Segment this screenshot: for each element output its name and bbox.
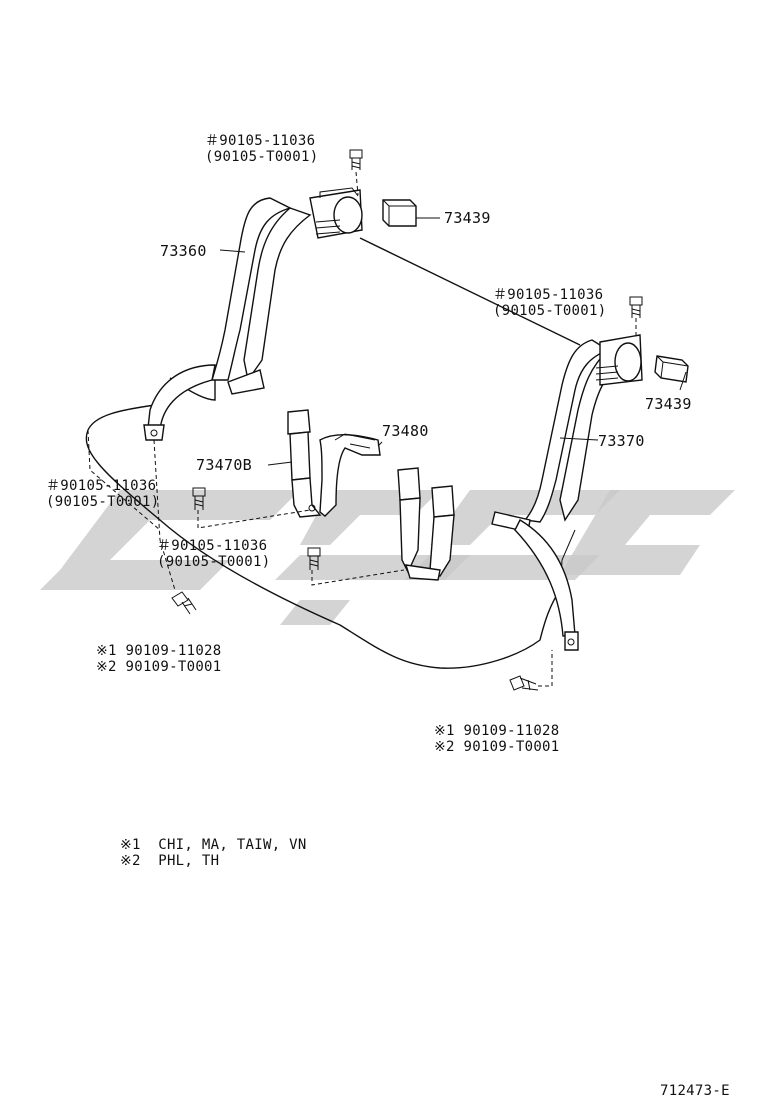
- callout-alt: (90105-T0001): [46, 494, 160, 510]
- part-label-73360: 73360: [160, 242, 207, 260]
- cover-73439-right: [654, 355, 689, 383]
- callout-variant-2: ※2 90109-T0001: [434, 739, 560, 755]
- part-label-73439-left: 73439: [444, 209, 491, 227]
- watermark-logo: [40, 490, 735, 625]
- seat-outline: [85, 404, 561, 669]
- bolt-mid-center-icon: [307, 547, 321, 570]
- callout-main: ＃90105-11036: [205, 133, 316, 149]
- bolt-top-right-icon: [629, 296, 643, 318]
- callout-variant-2: ※2 90109-T0001: [96, 659, 222, 675]
- bolt-bottom-left-icon: [171, 591, 197, 615]
- belt-assembly-left-73360: [143, 187, 363, 441]
- callout-alt: (90105-T0001): [205, 149, 319, 165]
- part-label-73439-right: 73439: [645, 395, 692, 413]
- applicability-notes: ※1 CHI, MA, TAIW, VN ※2 PHL, TH: [120, 837, 307, 869]
- note-2: ※2 PHL, TH: [120, 853, 220, 869]
- belt-assembly-right-73370: [491, 334, 643, 651]
- callout-bolt-bottom-right: ※1 90109-11028 ※2 90109-T0001: [434, 723, 560, 755]
- callout-bolt-top-left: ＃90105-11036 (90105-T0001): [205, 133, 318, 165]
- callout-bolt-mid-left: ＃90105-11036 (90105-T0001): [46, 478, 159, 510]
- callout-variant-1: ※1 90109-11028: [96, 643, 222, 659]
- callout-main: ＃90105-11036: [46, 478, 157, 494]
- part-label-73370: 73370: [598, 432, 645, 450]
- bolt-top-left-icon: [349, 149, 363, 170]
- part-label-73480: 73480: [382, 422, 429, 440]
- part-label-73470B: 73470B: [196, 456, 252, 474]
- callout-main: ＃90105-11036: [157, 538, 268, 554]
- callout-main: ＃90105-11036: [493, 287, 604, 303]
- mounting-dashed-lines: [87, 171, 637, 687]
- callout-variant-1: ※1 90109-11028: [434, 723, 560, 739]
- buckle-assembly-73470B: [287, 409, 381, 518]
- seat-back-line: [359, 237, 581, 346]
- leader-lines: [219, 217, 687, 466]
- cover-73439-left: [382, 199, 417, 227]
- drawing-number: 712473-E: [660, 1083, 730, 1099]
- callout-alt: (90105-T0001): [157, 554, 271, 570]
- note-1: ※1 CHI, MA, TAIW, VN: [120, 837, 307, 853]
- bolt-bottom-right-icon: [509, 675, 539, 691]
- bolt-mid-left-icon: [192, 487, 206, 510]
- callout-bolt-bottom-left: ※1 90109-11028 ※2 90109-T0001: [96, 643, 222, 675]
- callout-bolt-mid-center: ＃90105-11036 (90105-T0001): [157, 538, 270, 570]
- callout-alt: (90105-T0001): [493, 303, 607, 319]
- buckle-assembly-73480: [397, 467, 455, 581]
- callout-bolt-top-right: ＃90105-11036 (90105-T0001): [493, 287, 606, 319]
